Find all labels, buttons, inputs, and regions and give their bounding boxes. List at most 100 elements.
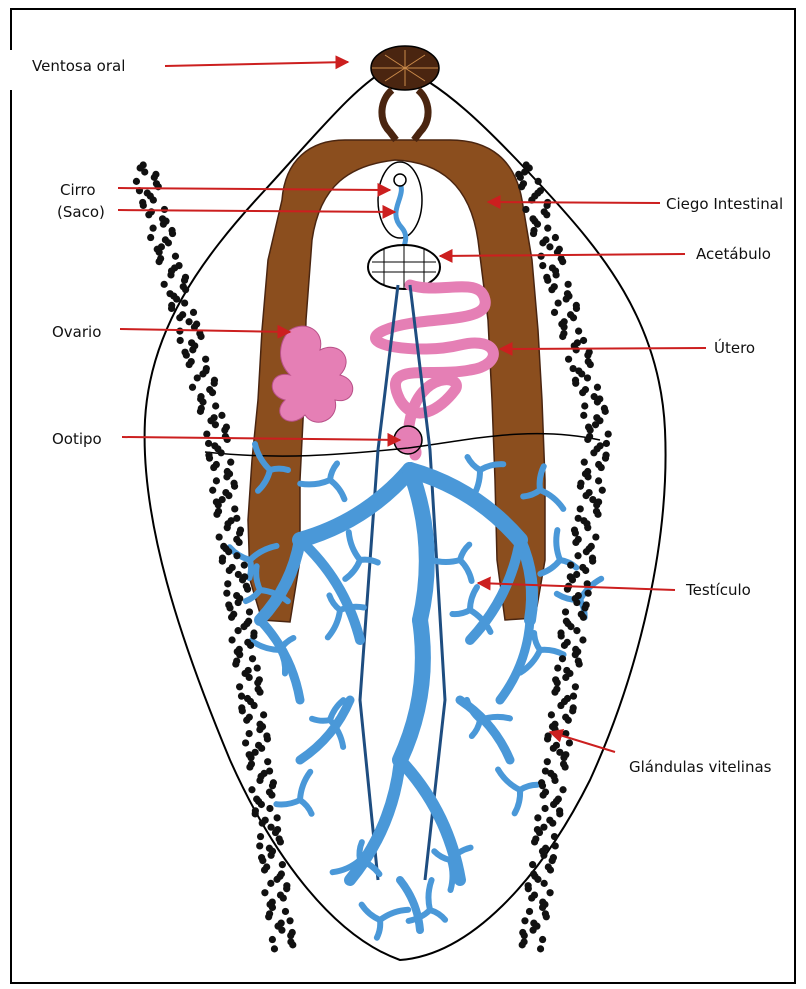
vitelline-follicle xyxy=(550,801,557,808)
vitelline-follicle xyxy=(539,848,546,855)
vitelline-follicle xyxy=(572,595,579,602)
vitelline-follicle xyxy=(533,923,540,930)
vitelline-follicle xyxy=(271,945,278,952)
vitelline-follicle xyxy=(199,398,206,405)
label-testiculo: Testículo xyxy=(686,580,751,600)
vitelline-follicle xyxy=(264,758,271,765)
vitelline-follicle xyxy=(223,473,230,480)
vitelline-follicle xyxy=(225,548,232,555)
vitelline-follicle xyxy=(156,258,163,265)
vitelline-follicle xyxy=(246,763,253,770)
vitelline-follicle xyxy=(551,309,558,316)
vitelline-follicle xyxy=(207,417,214,424)
vitelline-follicle xyxy=(579,636,586,643)
vitelline-follicle xyxy=(268,792,275,799)
vitelline-follicle xyxy=(236,651,243,658)
vitelline-follicle xyxy=(147,192,154,199)
vitelline-follicle xyxy=(534,814,541,821)
vitelline-follicle xyxy=(242,739,249,746)
vitelline-follicle xyxy=(247,642,254,649)
vitelline-follicle xyxy=(544,735,551,742)
vitelline-follicle xyxy=(283,885,290,892)
vitelline-follicle xyxy=(236,683,243,690)
vitelline-follicle xyxy=(240,623,247,630)
vitelline-follicle xyxy=(584,436,591,443)
vitelline-follicle xyxy=(578,370,585,377)
vitelline-follicle xyxy=(199,370,206,377)
vitelline-follicle xyxy=(181,277,188,284)
vitelline-follicle xyxy=(575,328,582,335)
vitelline-follicle xyxy=(559,655,566,662)
vitelline-follicle xyxy=(250,632,257,639)
vitelline-follicle xyxy=(145,211,152,218)
label-ventosa-oral: Ventosa oral xyxy=(32,56,125,76)
vitelline-follicle xyxy=(525,885,532,892)
vitelline-follicle xyxy=(577,505,584,512)
vitelline-follicle xyxy=(239,707,246,714)
vitelline-follicle xyxy=(559,333,566,340)
vitelline-follicle xyxy=(546,243,553,250)
vitelline-follicle xyxy=(227,459,234,466)
vitelline-follicle xyxy=(540,792,547,799)
vitelline-follicle xyxy=(246,730,253,737)
vitelline-follicle xyxy=(566,670,573,677)
vitelline-follicle xyxy=(259,857,266,864)
vitelline-follicle xyxy=(585,590,592,597)
vitelline-follicle xyxy=(137,164,144,171)
vitelline-follicle xyxy=(244,586,251,593)
vitelline-follicle xyxy=(182,286,189,293)
vitelline-follicle xyxy=(176,328,183,335)
vitelline-follicle xyxy=(212,402,219,409)
vitelline-follicle xyxy=(581,604,588,611)
vitelline-follicle xyxy=(566,739,573,746)
vitelline-follicle xyxy=(541,880,548,887)
vitelline-follicle xyxy=(241,670,248,677)
vitelline-follicle xyxy=(247,754,254,761)
vitelline-follicle xyxy=(595,477,602,484)
vitelline-follicle xyxy=(149,225,156,232)
vitelline-follicle xyxy=(584,473,591,480)
vitelline-follicle xyxy=(580,412,587,419)
vitelline-follicle xyxy=(560,754,567,761)
vitelline-follicle xyxy=(269,904,276,911)
arrow-utero xyxy=(500,348,706,349)
vitelline-follicle xyxy=(209,487,216,494)
vitelline-follicle xyxy=(577,483,584,490)
vitelline-follicle xyxy=(531,838,538,845)
vitelline-follicle xyxy=(602,455,609,462)
label-utero: Útero xyxy=(714,338,755,358)
vitelline-follicle xyxy=(602,408,609,415)
vitelline-follicle xyxy=(209,389,216,396)
vitelline-follicle xyxy=(581,402,588,409)
vitelline-follicle xyxy=(579,389,586,396)
vitelline-follicle xyxy=(181,299,188,306)
vitelline-follicle xyxy=(550,745,557,752)
vitelline-follicle xyxy=(218,412,225,419)
vitelline-follicle xyxy=(534,876,541,883)
vitelline-follicle xyxy=(252,810,259,817)
vitelline-follicle xyxy=(572,539,579,546)
vitelline-follicle xyxy=(282,908,289,915)
vitelline-follicle xyxy=(546,889,553,896)
vitelline-follicle xyxy=(215,501,222,508)
vitelline-follicle xyxy=(266,805,273,812)
vitelline-follicle xyxy=(236,539,243,546)
vitelline-follicle xyxy=(228,636,235,643)
vitelline-follicle xyxy=(599,487,606,494)
vitelline-follicle xyxy=(241,562,248,569)
vitelline-follicle xyxy=(521,917,528,924)
vitelline-follicle xyxy=(539,904,546,911)
vitelline-follicle xyxy=(191,342,198,349)
testis-branch xyxy=(340,607,364,610)
vitelline-follicle xyxy=(223,590,230,597)
vitelline-follicle xyxy=(548,711,555,718)
label-glandulas: Glándulas vitelinas xyxy=(629,757,771,777)
vitelline-follicle xyxy=(543,913,550,920)
vitelline-follicle xyxy=(544,277,551,284)
vitelline-follicle xyxy=(549,820,556,827)
vitelline-follicle xyxy=(596,417,603,424)
vitelline-follicle xyxy=(541,805,548,812)
testis-branch xyxy=(428,880,431,910)
